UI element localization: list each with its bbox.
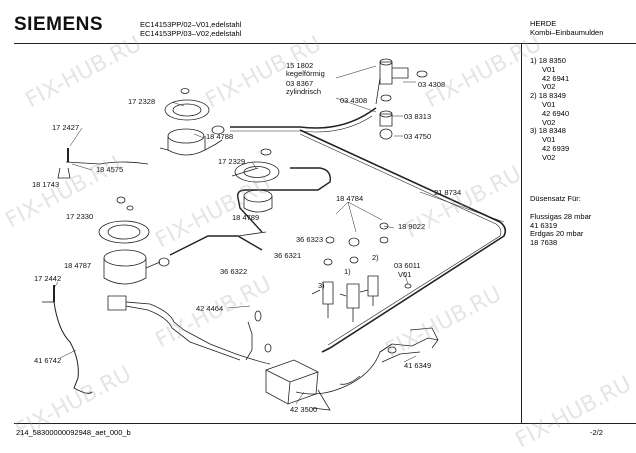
part-label: 18 9022 (398, 222, 426, 231)
part-label: 17 2442 (34, 274, 62, 283)
side-panel: 1) 18 8350 V01 42 6941 V02 2) 18 8349 V0… (521, 52, 636, 423)
model-line-2: EC14153PP/03–V02,edelstahl (140, 29, 242, 38)
variant-line: V02 (542, 82, 556, 92)
nozzle-set-line: 41 6319 (530, 220, 558, 230)
nozzle-set-block: Düsensatz Für: Flussigas 28 mbar 41 6319… (530, 194, 592, 248)
ignition-harness (107, 295, 272, 365)
part-label: 18 4789 (232, 213, 260, 222)
footer-divider (14, 423, 636, 424)
variant-line: V01 (542, 64, 556, 74)
model-list: EC14153PP/02–V01,edelstahl EC14153PP/03–… (140, 20, 241, 38)
part-label: 03 6011 (394, 261, 421, 270)
page-number: -2/2 (590, 428, 603, 437)
variant-marker: 1) (344, 267, 351, 276)
part-label: 17 2427 (52, 123, 80, 132)
part-label: 15 1802 (286, 61, 314, 70)
part-label: 18 1743 (32, 180, 60, 189)
variant-list: 1) 18 8350 V01 42 6941 V02 2) 18 8349 V0… (530, 56, 570, 163)
nozzle-set-title: Düsensatz Für: (530, 194, 581, 203)
panel-divider-top (521, 44, 522, 52)
nozzle-set-line: Erdgas 20 mbar (530, 229, 584, 239)
part-label: 17 2330 (66, 212, 94, 221)
part-label: 03 4750 (404, 132, 432, 141)
part-label: 03 8313 (404, 112, 432, 121)
variant-line: V01 (542, 99, 556, 109)
variant-line: V02 (542, 152, 556, 162)
part-label: 42 3500 (290, 405, 318, 414)
ignition-unit (265, 343, 393, 411)
variant-line: V01 (542, 135, 556, 145)
part-label: kegelförmig (286, 69, 325, 78)
nozzle-set-line: Flussigas 28 mbar (530, 211, 592, 221)
part-label: 41 6742 (34, 356, 62, 365)
burner-pipe-3 (169, 231, 267, 256)
part-label: 21 8734 (434, 188, 462, 197)
part-label: 03 8367 (286, 79, 314, 88)
burner-pipe-2 (231, 167, 331, 233)
part-label: 18 4788 (206, 132, 234, 141)
variant-line: 1) 18 8350 (530, 56, 566, 65)
category-line-2: Kombi–Einbaumulden (530, 28, 604, 37)
burner-3 (98, 205, 170, 285)
part-label: 41 6349 (404, 361, 432, 370)
variant-line: 3) 18 8348 (530, 126, 566, 136)
variant-line: 42 6941 (542, 73, 570, 83)
variant-line: V02 (542, 117, 556, 127)
part-label: V01 (398, 270, 412, 279)
variant-line: 42 6940 (542, 108, 570, 118)
part-label: 18 4784 (336, 194, 364, 203)
part-label: 03 4308 (340, 96, 368, 105)
part-label: 36 6323 (296, 235, 324, 244)
leader-lines (53, 65, 505, 405)
part-label: 03 4308 (418, 80, 446, 89)
part-label: 42 4464 (196, 304, 224, 313)
ignition-cable (339, 327, 439, 385)
connector-fittings (375, 58, 428, 140)
document-id: 214_58300000092948_aet_000_b (16, 428, 131, 437)
variant-line: 2) 18 8349 (530, 91, 566, 101)
part-label: 17 2328 (128, 97, 156, 106)
part-label: 18 4575 (96, 165, 124, 174)
header-divider (14, 43, 636, 44)
category-line-1: HERDE (530, 19, 557, 28)
burner-1 (159, 88, 225, 156)
part-label: zylindrisch (286, 87, 322, 96)
burner-2 (234, 148, 280, 213)
part-label: 17 2329 (218, 157, 246, 166)
variant-marker: 2) (372, 253, 379, 262)
model-line-1: EC14153PP/02–V01,edelstahl (140, 20, 242, 29)
part-label: 36 6322 (220, 267, 248, 276)
category-block: HERDE Kombi–Einbaumulden (530, 19, 603, 37)
main-gas-pipe (230, 107, 507, 353)
variant-marker: 3) (318, 281, 325, 290)
part-label: 18 4787 (64, 261, 92, 270)
nozzle-set-line: 18 7638 (530, 238, 558, 248)
variant-line: 42 6939 (542, 143, 570, 153)
part-label: 36 6321 (274, 251, 302, 260)
gas-valves (311, 222, 412, 322)
brand-logo: SIEMENS (14, 14, 104, 35)
